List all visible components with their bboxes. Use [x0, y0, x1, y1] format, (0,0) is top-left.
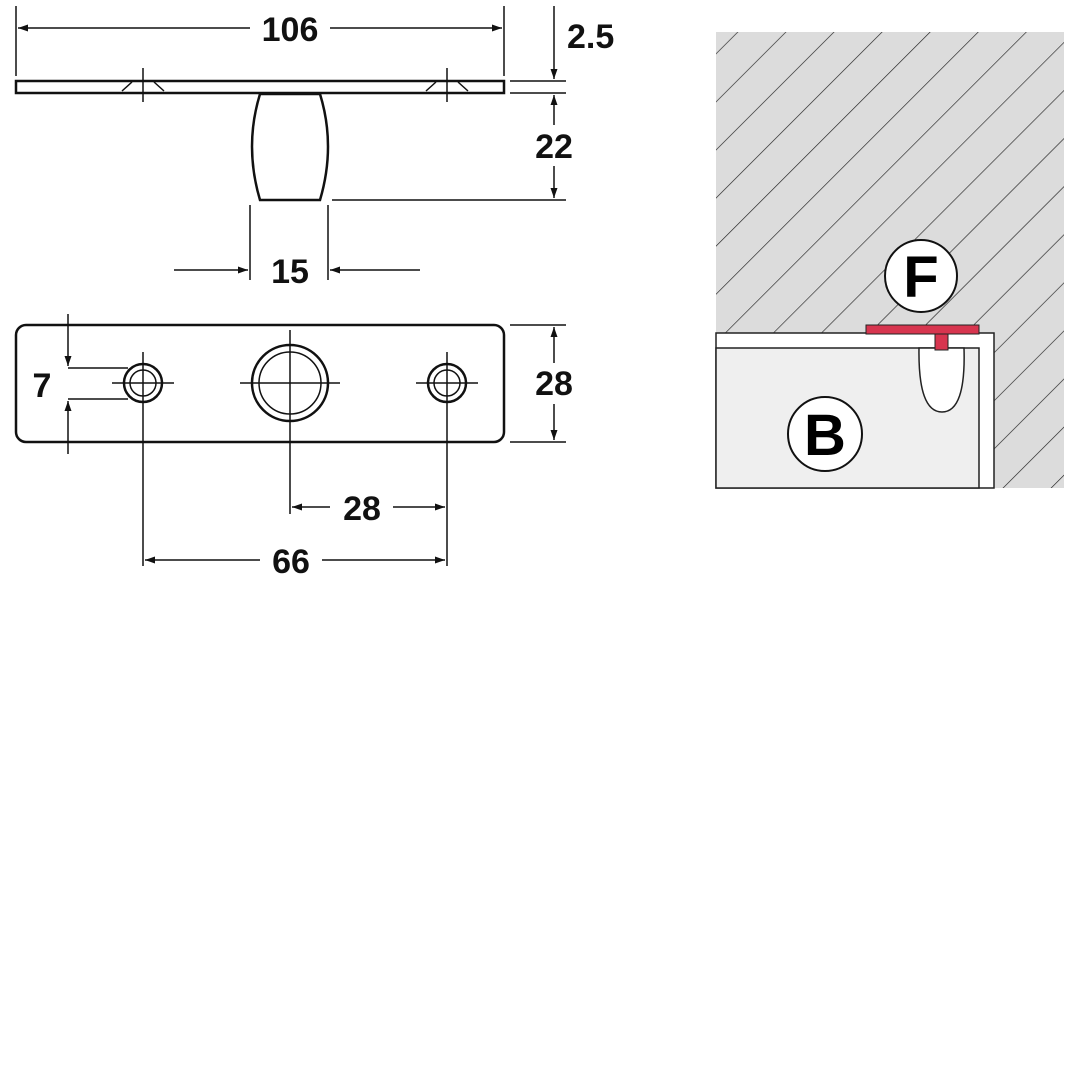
- pin-side: [250, 92, 330, 202]
- dim-66-label: 66: [272, 543, 310, 581]
- dim-106-label: 106: [262, 11, 319, 49]
- side-view: [14, 6, 566, 280]
- callout-b-label: B: [804, 403, 846, 468]
- top-view: [14, 323, 566, 566]
- dimension-plate-thickness: 2.5: [550, 6, 614, 79]
- countersink-left: [121, 81, 165, 92]
- dim-2-5-label: 2.5: [567, 18, 614, 56]
- dim-28-width-label: 28: [535, 365, 573, 403]
- dim-15-label: 15: [271, 253, 309, 291]
- dimension-hole-diameter: 7: [33, 314, 72, 454]
- fitting-pin: [934, 333, 949, 351]
- dimension-pin-diameter: 15: [174, 253, 420, 291]
- callout-f-label: F: [903, 245, 938, 310]
- fitting-plate: [865, 324, 980, 335]
- dimension-hole-spacing: 66: [145, 543, 445, 581]
- callout-b-circle: [787, 396, 863, 472]
- dimension-pin-height: 22: [535, 95, 573, 198]
- dim-7-label: 7: [33, 367, 52, 405]
- pin-bore: [918, 347, 965, 413]
- dimension-plate-length: 106: [18, 11, 502, 49]
- dimension-plate-width: 28: [535, 327, 573, 440]
- countersink-right: [425, 81, 469, 92]
- section-view: F B: [715, 32, 1064, 489]
- dim-28-spacing-label: 28: [343, 490, 381, 528]
- dimension-center-to-hole: 28: [292, 490, 445, 528]
- callout-f-circle: [884, 239, 958, 313]
- dim-22-label: 22: [535, 128, 573, 166]
